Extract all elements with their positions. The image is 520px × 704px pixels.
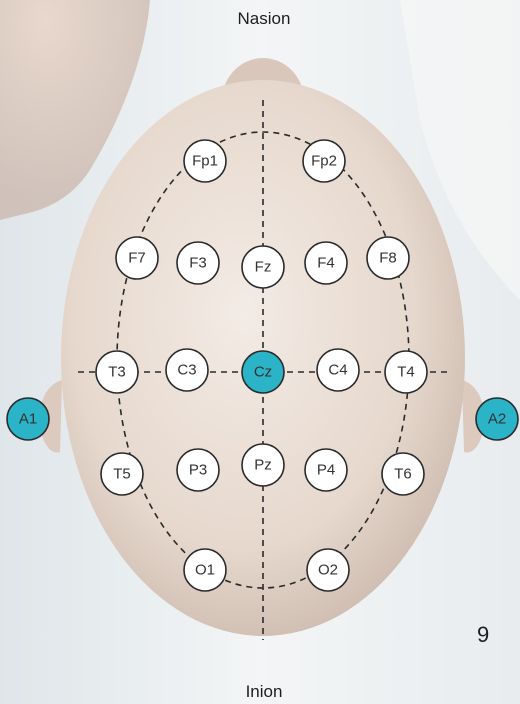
electrode-t3: T3	[96, 351, 138, 393]
electrode-label: C4	[328, 362, 347, 379]
electrode-o2: O2	[307, 549, 349, 591]
electrode-label: O1	[195, 562, 215, 579]
electrode-p4: P4	[305, 449, 347, 491]
electrode-pz: Pz	[242, 444, 284, 486]
electrode-label: F3	[189, 255, 207, 272]
electrode-label: T3	[108, 364, 126, 381]
electrode-f4: F4	[305, 242, 347, 284]
inion-label: Inion	[0, 682, 520, 702]
electrode-label: Fz	[255, 259, 272, 276]
electrode-cz: Cz	[242, 351, 284, 393]
electrode-label: T4	[397, 364, 415, 381]
electrode-o1: O1	[184, 549, 226, 591]
electrode-label: O2	[318, 562, 338, 579]
electrode-c4: C4	[317, 349, 359, 391]
page-number: 9	[477, 622, 489, 648]
electrode-a2: A2	[476, 398, 518, 440]
electrode-label: Fp1	[192, 153, 218, 170]
electrode-f8: F8	[367, 237, 409, 279]
electrode-label: F4	[317, 255, 335, 272]
electrode-label: T5	[113, 466, 131, 483]
electrode-f3: F3	[177, 242, 219, 284]
electrode-label: F8	[379, 250, 397, 267]
electrode-label: Pz	[254, 457, 272, 474]
electrode-fp1: Fp1	[184, 140, 226, 182]
electrode-label: C3	[177, 362, 196, 379]
electrode-p3: P3	[177, 449, 219, 491]
electrode-label: Cz	[254, 364, 272, 381]
electrode-f7: F7	[116, 237, 158, 279]
electrode-a1: A1	[7, 398, 49, 440]
electrode-label: T6	[394, 466, 412, 483]
electrode-fp2: Fp2	[303, 140, 345, 182]
electrode-label: Fp2	[311, 153, 337, 170]
electrode-label: P3	[189, 462, 207, 479]
nasion-label: Nasion	[0, 9, 520, 29]
electrode-label: A1	[19, 411, 37, 428]
electrode-t5: T5	[101, 453, 143, 495]
electrode-fz: Fz	[242, 246, 284, 288]
electrode-t4: T4	[385, 351, 427, 393]
electrode-label: P4	[317, 462, 335, 479]
electrode-label: A2	[488, 411, 506, 428]
electrode-label: F7	[128, 250, 146, 267]
electrode-t6: T6	[382, 453, 424, 495]
electrode-c3: C3	[166, 349, 208, 391]
